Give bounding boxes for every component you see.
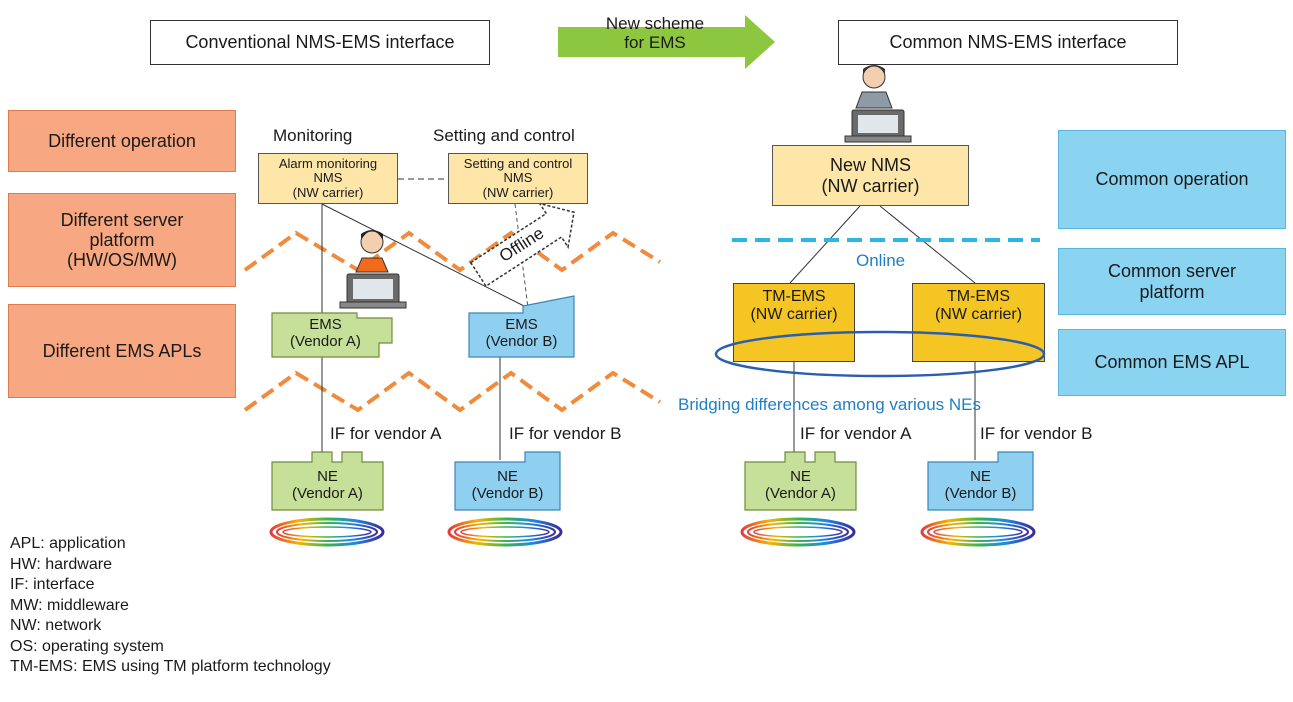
abbreviation-legend: APL: application HW: hardware IF: interf… [10,534,331,678]
operator-person-icon [339,230,407,309]
category-common-ems-apl: Common EMS APL [1058,329,1286,396]
common-header: Common NMS-EMS interface [838,20,1178,65]
common-if-vendor-b-label: IF for vendor B [980,424,1093,443]
legend-item: APL: application [10,535,126,552]
ems-vendor-a-shape [271,312,393,358]
zigzag-upper [243,230,662,273]
alarm-to-ems-b-line [321,203,529,309]
setting-control-nms: Setting and control NMS (NW carrier) [448,153,588,204]
legend-item: IF: interface [10,576,95,593]
offline-arrow [469,202,575,288]
ne-vendor-b-label: NE (Vendor B) [471,468,544,502]
new-scheme-arrow [558,15,775,69]
ring-network-icon [447,517,563,547]
legend-item: HW: hardware [10,555,112,573]
ne-vendor-b-shape [454,451,561,511]
ems-vendor-b-shape [468,295,575,358]
new-nms-box: New NMS (NW carrier) [772,145,969,206]
ne-vendor-a-shape [271,451,384,511]
ne-vendor-a-shape [744,451,857,511]
ring-network-icon [740,517,856,547]
monitoring-label: Monitoring [273,126,353,145]
setting-and-control-label: Setting and control [433,126,575,145]
category-common-operation: Common operation [1058,130,1286,229]
bridging-label: Bridging differences among various NEs [678,395,982,414]
zigzag-lower [243,370,662,413]
nms-to-tm-ems-b-line [879,205,976,284]
common-ne-vendor-b-label: NE (Vendor B) [944,468,1017,502]
category-common-server-platform: Common server platform [1058,248,1286,315]
ne-vendor-a-label: NE (Vendor A) [292,468,363,502]
category-different-server-platform: Different server platform (HW/OS/MW) [8,193,236,287]
tm-ems-vendor-a: TM-EMS (NW carrier) [733,283,855,362]
conventional-header: Conventional NMS-EMS interface [150,20,490,65]
if-vendor-a-label: IF for vendor A [330,424,442,443]
online-label: Online [856,251,906,270]
common-ne-vendor-a-label: NE (Vendor A) [765,468,836,502]
category-different-ems-apls: Different EMS APLs [8,304,236,398]
common-if-vendor-a-label: IF for vendor A [800,424,912,443]
operator-person-icon [844,65,912,143]
legend-item: MW: middleware [10,596,129,614]
ring-network-icon [269,517,385,547]
legend-item: OS: operating system [10,637,164,655]
category-different-operation: Different operation [8,110,236,172]
ne-vendor-b-shape [927,451,1034,511]
legend-item: TM-EMS: EMS using TM platform technology [10,658,331,675]
legend-item: NW: network [10,617,102,634]
tm-ems-vendor-b: TM-EMS (NW carrier) [912,283,1045,362]
ems-vendor-b-label: EMS (Vendor B) [485,316,558,350]
new-scheme-arrow-label: New scheme for EMS [605,14,705,52]
if-vendor-b-label: IF for vendor B [509,424,622,443]
nms-to-tm-ems-a-line [789,205,861,284]
ring-network-icon [920,517,1036,547]
ems-vendor-a-label: EMS (Vendor A) [290,316,361,350]
alarm-monitoring-nms: Alarm monitoring NMS (NW carrier) [258,153,398,204]
